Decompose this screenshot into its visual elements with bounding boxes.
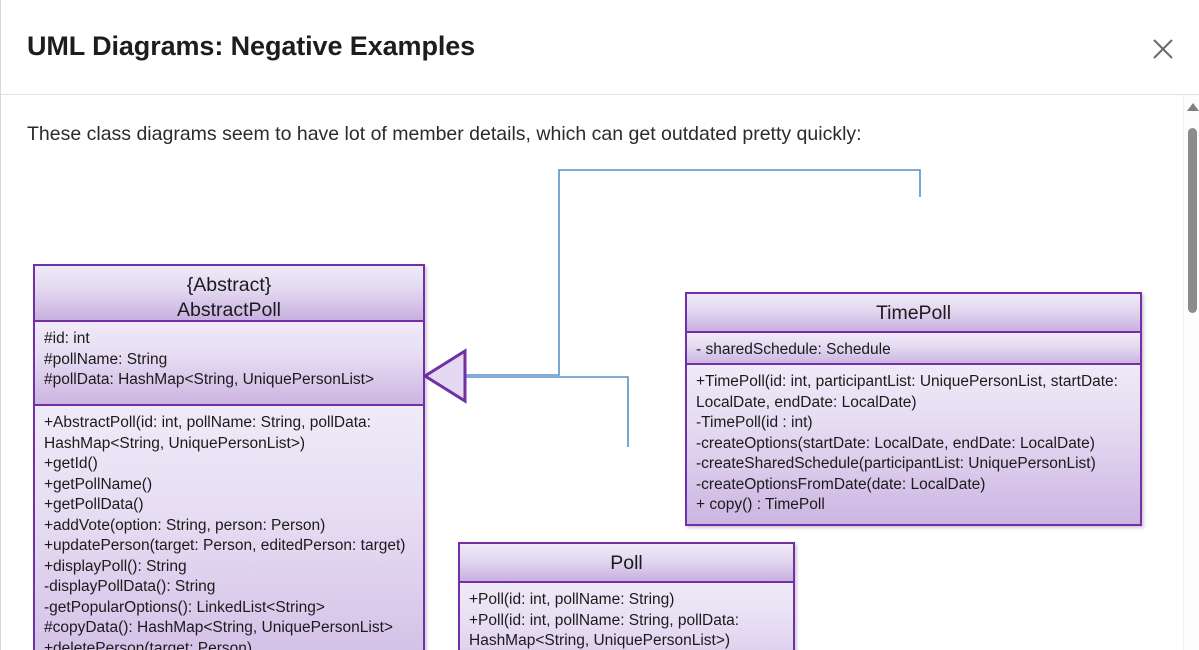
uml-operation: -createSharedSchedule(participantList: U… [696, 455, 1096, 472]
uml-operation: +deletePerson(target: Person) [44, 639, 253, 650]
uml-operations-compartment: +TimePoll(id: int, participantList: Uniq… [687, 365, 1140, 524]
uml-operation: #copyData(): HashMap<String, UniquePerso… [44, 619, 393, 636]
uml-attribute: - sharedSchedule: Schedule [696, 341, 891, 358]
generalization-triangle-icon [422, 348, 467, 404]
uml-attribute: #pollName: String [44, 350, 168, 368]
uml-class-header: TimePoll [687, 294, 1140, 333]
uml-operation: +addVote(option: String, person: Person) [44, 516, 326, 534]
uml-attribute: #pollData: HashMap<String, UniquePersonL… [44, 371, 374, 388]
uml-class-header: Poll [460, 544, 793, 583]
uml-class-abstractpoll[interactable]: {Abstract} AbstractPoll #id: int #pollNa… [33, 264, 425, 650]
uml-class-name: TimePoll [875, 302, 952, 324]
dialog-content: These class diagrams seem to have lot of… [1, 95, 1199, 650]
uml-operation: +displayPoll(): String [44, 557, 187, 575]
uml-class-poll[interactable]: Poll +Poll(id: int, pollName: String) +P… [458, 542, 795, 650]
uml-class-name: Poll [610, 552, 643, 574]
uml-operations-compartment: +AbstractPoll(id: int, pollName: String,… [35, 406, 423, 650]
uml-operation: -createOptionsFromDate(date: LocalDate) [696, 475, 986, 493]
uml-class-stereotype: {Abstract} [186, 274, 272, 296]
intro-paragraph: These class diagrams seem to have lot of… [27, 123, 862, 145]
uml-operation: -createOptions(startDate: LocalDate, end… [696, 434, 1095, 452]
uml-operation: -getPopularOptions(): LinkedList<String> [44, 598, 325, 616]
page-title: UML Diagrams: Negative Examples [27, 31, 476, 61]
uml-class-name: AbstractPoll [176, 299, 282, 321]
close-button[interactable] [1142, 28, 1184, 70]
vertical-scrollbar[interactable] [1183, 95, 1199, 650]
uml-operation: +getPollName() [44, 475, 153, 493]
dialog-titlebar: UML Diagrams: Negative Examples [1, 0, 1199, 95]
uml-attributes-compartment: - sharedSchedule: Schedule [687, 333, 1140, 365]
uml-operation: +getPollData() [44, 496, 144, 513]
uml-operation: -displayPollData(): String [44, 578, 216, 595]
uml-class-timepoll[interactable]: TimePoll - sharedSchedule: Schedule +Tim… [685, 292, 1142, 526]
scrollbar-thumb[interactable] [1187, 128, 1197, 313]
close-icon [1142, 35, 1184, 63]
uml-operation: +updatePerson(target: Person, editedPers… [44, 537, 406, 554]
uml-operation: +Poll(id: int, pollName: String) [469, 591, 675, 608]
uml-operation: +AbstractPoll(id: int, pollName: String,… [44, 414, 376, 452]
uml-class-diagram: {Abstract} AbstractPoll #id: int #pollNa… [1, 95, 1183, 650]
uml-class-header: {Abstract} AbstractPoll [35, 266, 423, 322]
uml-operation: -TimePoll(id : int) [696, 414, 813, 431]
uml-operation: + copy() : TimePoll [696, 496, 825, 513]
uml-attributes-compartment: #id: int #pollName: String #pollData: Ha… [35, 322, 423, 406]
uml-operation: +Poll(id: int, pollName: String, pollDat… [469, 611, 744, 650]
uml-operation: +getId() [44, 455, 98, 472]
uml-operation: +TimePoll(id: int, participantList: Uniq… [696, 373, 1123, 411]
uml-operations-compartment: +Poll(id: int, pollName: String) +Poll(i… [460, 583, 793, 650]
connector-poll [447, 376, 629, 447]
uml-attribute: #id: int [44, 330, 90, 347]
triangle-up-icon[interactable] [1187, 103, 1199, 111]
